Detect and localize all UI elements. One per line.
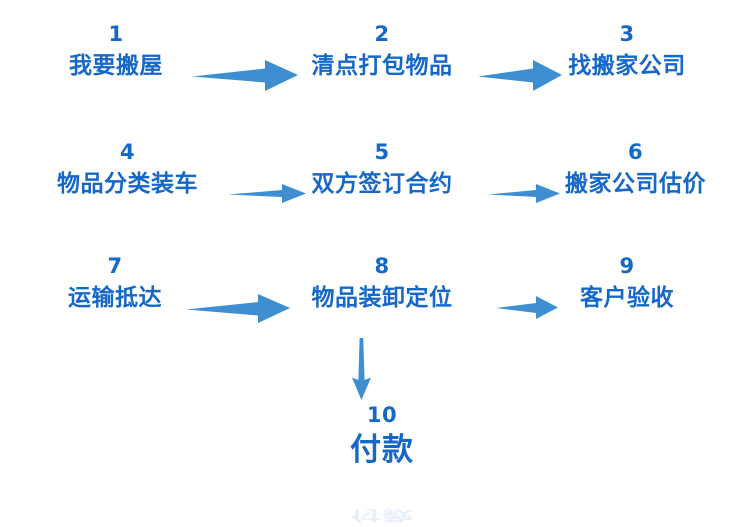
arrow-step-1-to-step-2 xyxy=(192,58,298,94)
step-10-number: 10 xyxy=(366,403,398,427)
step-6: 6 搬家公司估价 xyxy=(548,140,723,197)
step-10: 10 付款 xyxy=(292,405,472,467)
arrow-step-5-to-step-6 xyxy=(488,182,560,206)
step-4-label: 物品分类装车 xyxy=(57,171,198,197)
step-1: 1 我要搬屋 xyxy=(46,22,186,79)
step-7-number: 7 xyxy=(107,254,123,278)
step-8-label: 物品装卸定位 xyxy=(311,285,453,311)
step-4: 4 物品分类装车 xyxy=(40,140,215,197)
step-9: 9 客户验收 xyxy=(562,254,692,311)
arrow-step-4-to-step-5 xyxy=(228,182,306,206)
step-6-number: 6 xyxy=(627,140,644,164)
step-2-label: 清点打包物品 xyxy=(311,53,453,79)
arrow-step-8-to-step-10 xyxy=(340,338,384,400)
moving-process-flow-diagram: 1 我要搬屋 2 清点打包物品 3 找搬家公司 4 物品分类装车 5 双方签订合… xyxy=(40,22,723,524)
step-5: 5 双方签订合约 xyxy=(302,140,462,197)
arrow-down-icon xyxy=(352,338,371,400)
step-2: 2 清点打包物品 xyxy=(302,22,462,79)
step-10-label: 付款 xyxy=(350,432,414,468)
step-1-number: 1 xyxy=(108,22,124,46)
step-9-label: 客户验收 xyxy=(580,285,674,311)
arrow-step-7-to-step-8 xyxy=(186,292,290,326)
arrow-right-icon xyxy=(186,294,290,323)
step-8: 8 物品装卸定位 xyxy=(302,254,462,311)
arrow-right-icon xyxy=(478,60,562,91)
step-8-number: 8 xyxy=(374,254,390,278)
step-9-number: 9 xyxy=(619,254,635,278)
arrow-right-icon xyxy=(228,184,306,203)
step-3: 3 找搬家公司 xyxy=(552,22,702,79)
step-2-number: 2 xyxy=(374,22,390,46)
arrow-step-2-to-step-3 xyxy=(478,58,562,94)
step-5-number: 5 xyxy=(374,140,390,164)
arrow-right-icon xyxy=(496,296,558,319)
step-7: 7 运输抵达 xyxy=(50,254,180,311)
step-4-number: 4 xyxy=(119,140,136,164)
step-10-label-reflection: 付款 xyxy=(350,506,414,524)
step-7-label: 运输抵达 xyxy=(68,285,162,311)
step-5-label: 双方签订合约 xyxy=(311,171,453,197)
step-6-label: 搬家公司估价 xyxy=(565,171,706,197)
step-3-number: 3 xyxy=(619,22,635,46)
step-1-label: 我要搬屋 xyxy=(69,53,163,79)
step-3-label: 找搬家公司 xyxy=(568,53,686,79)
arrow-right-icon xyxy=(488,184,560,203)
arrow-step-8-to-step-9 xyxy=(496,294,558,322)
arrow-right-icon xyxy=(192,60,298,91)
